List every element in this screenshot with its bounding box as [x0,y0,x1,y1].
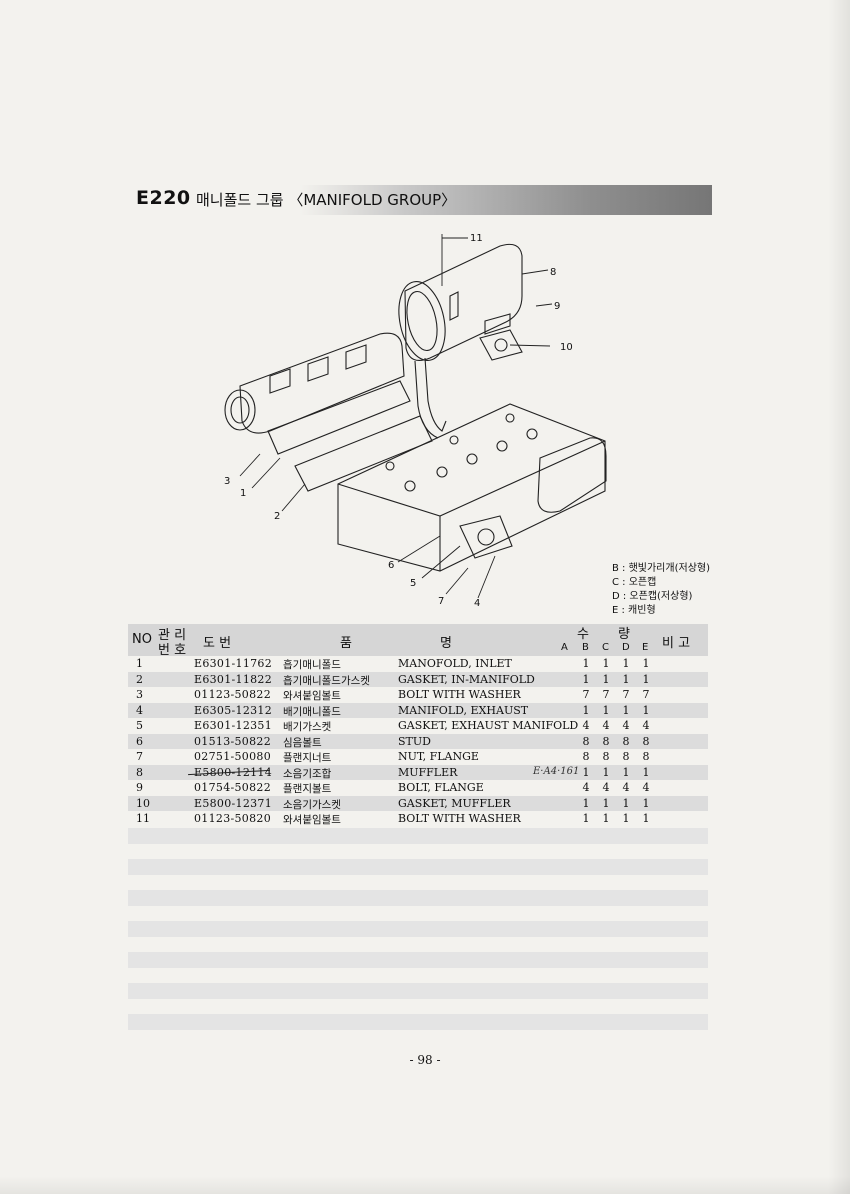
empty-row [128,844,708,860]
scan-edge-shadow [828,0,850,1194]
table-row: 9 01754-50822 플랜지볼트 BOLT, FLANGE 4 4 4 4 [136,781,650,795]
empty-row [128,999,708,1015]
scan-bottom-shadow [0,1176,850,1194]
legend-item: E : 캐빈형 [612,605,656,616]
empty-row [128,983,708,999]
empty-row [128,828,708,844]
callout-6: 6 [388,560,394,571]
table-row: 1 E6301-11762 흡기매니폴드 MANOFOLD, INLET 1 1… [136,657,650,671]
table-row: 3 01123-50822 와셔붙임볼트 BOLT WITH WASHER 7 … [136,688,650,702]
header-name-left: 품 [340,636,352,651]
empty-row [128,890,708,906]
legend-item: D : 오픈캡(저상형) [612,591,693,602]
empty-row [128,859,708,875]
section-title: 매니폴드 그룹 〈MANIFOLD GROUP〉 [196,191,457,209]
empty-row [128,952,708,968]
empty-row [128,937,708,953]
header-qty-d: D [622,642,630,653]
muffler-drawing [398,243,523,439]
header-mgmt-top: 관 리 [158,628,187,643]
exhaust-manifold-drawing [537,437,607,513]
callout-10: 10 [560,342,573,353]
table-row: 2 E6301-11822 흡기매니폴드가스켓 GASKET, IN-MANIF… [128,671,708,687]
variant-legend: B : 햇빛가리개(저상형) C : 오픈캡 D : 오픈캡(저상형) E : … [612,562,710,618]
callout-5: 5 [410,578,416,589]
header-qty-right: 량 [618,627,630,642]
empty-row [128,968,708,984]
parts-table-header: NO 관 리 번 호 도 번 품 명 수 량 A B C D E 비 고 [128,624,708,658]
parts-table-body: 1 E6301-11762 흡기매니폴드 MANOFOLD, INLET 1 1… [128,656,708,827]
empty-row [128,1014,708,1030]
table-row: 11 01123-50820 와셔붙임볼트 BOLT WITH WASHER 1… [136,812,650,826]
title-gradient-band [300,185,712,215]
handwritten-note: E·A4·161 [533,765,580,777]
callout-8: 8 [550,267,556,278]
callout-11: 11 [470,233,483,244]
header-qty-e: E [642,642,649,653]
header-qty-c: C [602,642,609,653]
section-code: E220 [136,187,191,209]
page-number: - 98 - [409,1053,441,1067]
empty-row [128,921,708,937]
empty-table-rows [128,828,708,1030]
callout-7: 7 [438,596,444,607]
header-drawing-no: 도 번 [203,636,232,651]
cylinder-head-drawing [337,403,606,572]
callout-9: 9 [554,301,560,312]
intake-manifold-drawing [224,332,405,434]
header-remarks: 비 고 [662,636,691,651]
header-mgmt-bottom: 번 호 [158,643,187,658]
table-row: 6 01513-50822 심음볼트 STUD 8 8 8 8 [128,733,708,749]
callout-4: 4 [474,598,480,609]
callout-2: 2 [274,511,280,522]
empty-row [128,906,708,922]
header-qty-b: B [582,642,589,653]
section-title-bar: E220 매니폴드 그룹 〈MANIFOLD GROUP〉 [130,183,712,216]
table-row: 5 E6301-12351 배기가스켓 GASKET, EXHAUST MANI… [136,719,650,733]
callout-3: 3 [224,476,230,487]
legend-item: B : 햇빛가리개(저상형) [612,563,710,574]
empty-row [128,875,708,891]
callout-1: 1 [240,488,246,499]
muffler-gasket-drawing [479,329,523,361]
flange-drawing [459,515,513,559]
exploded-parts-diagram: 11 8 9 10 3 1 2 6 5 7 4 [224,233,607,609]
table-row: 7 02751-50080 플랜지너트 NUT, FLANGE 8 8 8 8 [136,750,650,764]
table-row: 10 E5800-12371 소음기가스켓 GASKET, MUFFLER 1 … [128,795,708,811]
header-qty-left: 수 [577,627,589,642]
header-no: NO [132,632,152,647]
header-name-right: 명 [440,636,452,651]
header-qty-a: A [561,642,568,653]
intake-gasket-drawing [267,380,411,455]
legend-item: C : 오픈캡 [612,577,657,588]
table-row: 4 E6305-12312 배기매니폴드 MANIFOLD, EXHAUST 1… [128,702,708,718]
table-row: 8 E5800-12114 소음기조합 MUFFLER E·A4·161 1 1… [128,764,708,780]
